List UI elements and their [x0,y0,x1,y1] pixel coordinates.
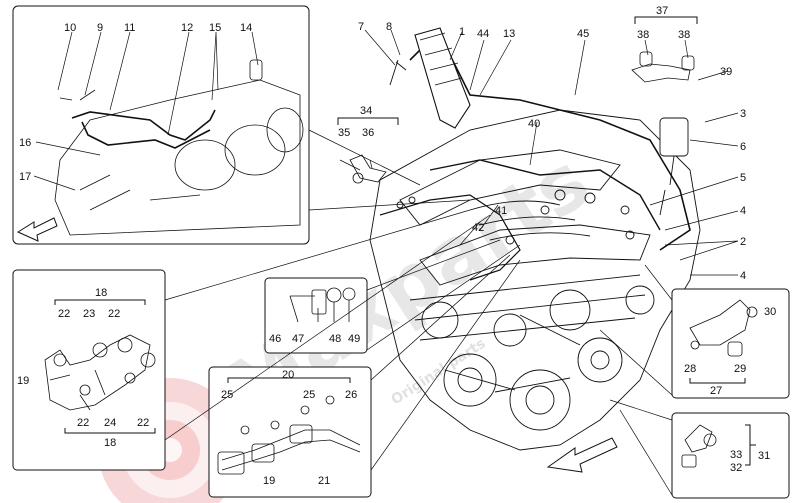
callout-48: 48 [329,333,341,345]
callout-21: 21 [318,475,330,487]
callout-38: 38 [678,29,690,41]
engine-assembly [369,27,701,451]
callout-41: 41 [495,205,507,217]
direction-arrow-icon [546,437,618,473]
callout-25: 25 [303,389,315,401]
callout-29: 29 [734,363,746,375]
callout-4: 4 [740,270,746,282]
callout-12: 12 [181,22,193,34]
callout-22: 22 [58,308,70,320]
callout-49: 49 [348,333,360,345]
callout-6: 6 [740,141,746,153]
callout-31: 31 [758,450,770,462]
callout-2: 2 [740,236,746,248]
callout-13: 13 [503,28,515,40]
callout-1: 1 [459,26,465,38]
callout-4: 4 [740,205,746,217]
part-34-detail [349,154,387,184]
callout-32: 32 [730,462,742,474]
callout-39: 39 [720,66,732,78]
leader-lines [33,29,739,496]
callout-22: 22 [137,417,149,429]
callout-3: 3 [740,108,746,120]
direction-arrow-icon [16,217,58,242]
inset-harness-clips [208,366,372,498]
callout-16: 16 [19,137,31,149]
callout-17: 17 [19,171,31,183]
callout-42: 42 [472,222,484,234]
callout-47: 47 [292,333,304,345]
callout-18: 18 [104,437,116,449]
callout-33: 33 [730,449,742,461]
bracket-37 [634,16,698,24]
watermark-tagline: Original parts [388,336,488,409]
callout-34: 34 [360,105,372,117]
callout-23: 23 [83,308,95,320]
callout-30: 30 [764,306,776,318]
inset-fastener-group [264,277,368,354]
callout-22: 22 [77,417,89,429]
callout-labels: 1 2 3 4 4 5 6 7 8 9 10 11 12 13 14 15 16… [17,5,776,487]
inset-engine-block [12,5,310,245]
callout-18: 18 [95,287,107,299]
callout-10: 10 [64,22,76,34]
callout-36: 36 [362,127,374,139]
callout-15: 15 [209,22,221,34]
callout-19: 19 [17,375,29,387]
callout-22: 22 [108,308,120,320]
callout-7: 7 [358,21,364,33]
callout-40: 40 [528,118,540,130]
callout-45: 45 [577,28,589,40]
callout-38: 38 [637,29,649,41]
callout-20: 20 [282,369,294,381]
callout-9: 9 [97,22,103,34]
callout-24: 24 [104,417,116,429]
callout-25: 25 [221,389,233,401]
callout-11: 11 [124,22,135,34]
inset-connector-group [671,412,790,499]
callout-5: 5 [740,172,746,184]
inset-bracket-assembly [12,269,166,471]
callout-14: 14 [240,22,252,34]
callout-19: 19 [263,475,275,487]
part-37-detail [631,51,695,83]
callout-44: 44 [477,28,489,40]
callout-46: 46 [269,333,281,345]
callout-26: 26 [345,389,357,401]
callout-28: 28 [684,363,696,375]
bracket-34 [337,117,399,125]
callout-27: 27 [710,385,722,397]
callout-37: 37 [656,5,668,17]
callout-8: 8 [386,21,392,33]
callout-35: 35 [338,127,350,139]
inset-sensor-mount [671,288,790,399]
